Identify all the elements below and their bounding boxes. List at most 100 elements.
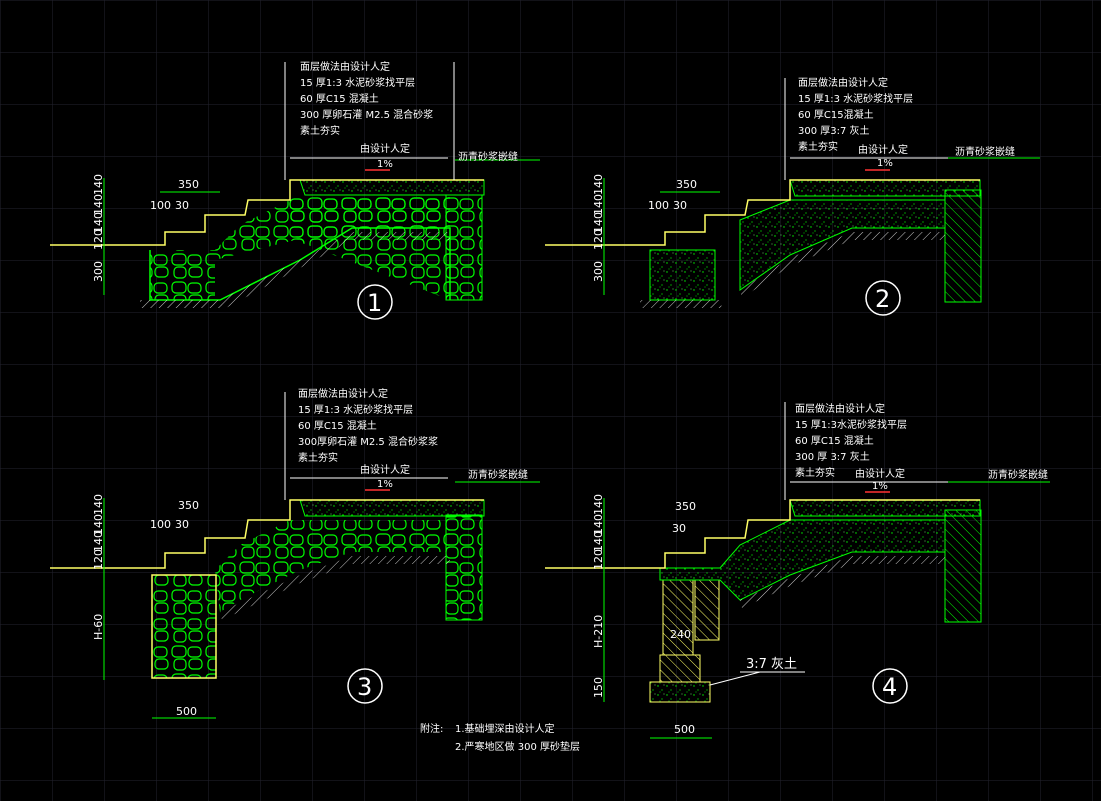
step-profile	[545, 179, 980, 246]
joint-label: 沥青砂浆嵌缝	[458, 150, 518, 163]
dim-value: 350	[178, 178, 199, 191]
edge-wall	[944, 189, 982, 303]
dim-value: 140	[92, 531, 105, 552]
edge-wall	[445, 194, 483, 301]
joint-label: 沥青砂浆嵌缝	[955, 145, 1015, 158]
concrete-layer	[299, 179, 485, 196]
dim-value: 140	[592, 494, 605, 515]
detail-number-circle	[872, 668, 908, 704]
note-item: 2.严寒地区做 300 厚砂垫层	[455, 740, 580, 753]
brick-wall	[662, 579, 694, 656]
slope-label: 1%	[377, 479, 393, 490]
detail-number: 4	[882, 673, 897, 701]
dim-value: 500	[176, 705, 197, 718]
dim-value: 100	[150, 199, 171, 212]
ground-hatch-slope	[740, 556, 945, 608]
callout-leader	[709, 671, 761, 686]
detail-number-circle	[347, 668, 383, 704]
layer-label: 15 厚1:3 水泥砂浆找平层	[298, 403, 413, 416]
dim-value: 350	[676, 178, 697, 191]
edge-wall	[944, 509, 982, 623]
dim-value: 120	[592, 549, 605, 570]
layer-label: 60 厚C15混凝土	[798, 108, 874, 121]
dim-value: 140	[592, 174, 605, 195]
dim-value: 30	[673, 199, 687, 212]
layer-label: 面层做法由设计人定	[298, 387, 388, 400]
joint-label: 沥青砂浆嵌缝	[988, 468, 1048, 481]
dim-value: 140	[92, 514, 105, 535]
lime-soil-slope	[739, 199, 946, 291]
layer-label: 300厚卵石灌 M2.5 混合砂浆浆	[298, 435, 438, 448]
note-item: 1.基础埋深由设计人定	[455, 722, 555, 735]
lime-soil-slope	[659, 519, 946, 601]
detail-number: 2	[875, 285, 890, 313]
dim-value: 120	[92, 229, 105, 250]
callout-label: 3:7 灰土	[746, 657, 797, 672]
dim-value: 140	[92, 212, 105, 233]
rubble-footing	[151, 574, 217, 679]
rubble-fill-upper	[290, 195, 450, 245]
brick-wall-inner	[694, 579, 720, 641]
ground-hatch	[140, 300, 222, 308]
layer-label: 素土夯实	[300, 124, 340, 137]
slope-label: 1%	[877, 158, 893, 169]
step-profile	[545, 499, 980, 569]
ground-hatch	[640, 300, 722, 308]
span-label: 由设计人定	[360, 463, 410, 476]
dim-value: H-60	[92, 614, 105, 640]
span-label: 由设计人定	[858, 143, 908, 156]
joint-label: 沥青砂浆嵌缝	[468, 468, 528, 481]
brick-pier	[659, 654, 701, 683]
layer-label: 60 厚C15 混凝土	[298, 419, 377, 432]
dim-value: 120	[592, 229, 605, 250]
ground-hatch-slope	[220, 556, 450, 620]
layer-label: 素土夯实	[298, 451, 338, 464]
layer-label: 300 厚3:7 灰土	[798, 124, 870, 137]
layer-label: 300 厚 3:7 灰土	[795, 450, 870, 463]
dim-value: 140	[92, 174, 105, 195]
slope-label: 1%	[377, 159, 393, 170]
rubble-fill	[215, 520, 450, 612]
detail-1: 面层做法由设计人定 15 厚1:3 水泥砂浆找平层 60 厚C15 混凝土 30…	[50, 60, 540, 320]
step-profile	[50, 179, 484, 246]
dim-value: 350	[178, 499, 199, 512]
slope-label: 1%	[872, 481, 888, 492]
concrete-layer	[299, 499, 485, 517]
dim-value: 140	[592, 194, 605, 215]
dim-value: 140	[92, 494, 105, 515]
ground-hatch-slope	[220, 232, 450, 310]
layer-label: 60 厚C15 混凝土	[795, 434, 874, 447]
dim-value: 500	[674, 723, 695, 736]
layer-label: 面层做法由设计人定	[795, 402, 885, 415]
lime-footing	[649, 681, 711, 703]
detail-4: 面层做法由设计人定 15 厚1:3水泥砂浆找平层 60 厚C15 混凝土 300…	[545, 402, 1050, 739]
notes: 附注: 1.基础埋深由设计人定 2.严寒地区做 300 厚砂垫层	[420, 722, 580, 753]
edge-wall	[445, 514, 483, 621]
layer-label: 60 厚C15 混凝土	[300, 92, 379, 105]
dim-value: 120	[92, 549, 105, 570]
layer-label: 15 厚1:3 水泥砂浆找平层	[300, 76, 415, 89]
detail-number: 3	[357, 673, 372, 701]
dim-value: 30	[175, 518, 189, 531]
dim-value: 30	[175, 199, 189, 212]
dim-value: 150	[592, 677, 605, 698]
dim-value: 140	[592, 531, 605, 552]
detail-2: 面层做法由设计人定 15 厚1:3 水泥砂浆找平层 60 厚C15混凝土 300…	[545, 76, 1040, 316]
layer-label: 面层做法由设计人定	[300, 60, 390, 73]
dim-value: 350	[675, 500, 696, 513]
dim-value: 100	[648, 199, 669, 212]
span-label: 由设计人定	[855, 467, 905, 480]
dim-value: 300	[592, 261, 605, 282]
notes-prefix: 附注:	[420, 722, 443, 735]
lime-soil-base	[649, 249, 716, 301]
ground-hatch-slope	[740, 232, 945, 298]
dim-value: 140	[92, 194, 105, 215]
span-label: 由设计人定	[360, 142, 410, 155]
dim-value: 300	[92, 261, 105, 282]
dim-value: 240	[670, 628, 691, 641]
dim-value: 140	[592, 212, 605, 233]
detail-3: 面层做法由设计人定 15 厚1:3 水泥砂浆找平层 60 厚C15 混凝土 30…	[50, 387, 540, 719]
detail-number-circle	[865, 280, 901, 316]
